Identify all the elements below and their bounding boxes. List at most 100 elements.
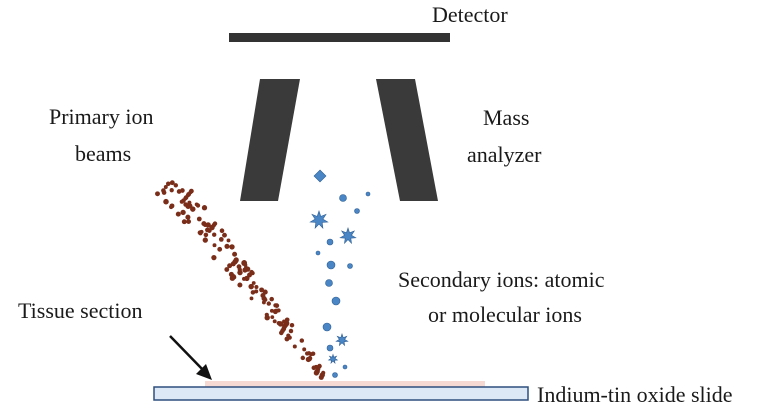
secondary-ion-diamond — [313, 169, 327, 183]
primary-ion-particle — [165, 181, 171, 187]
slide-label: Indium-tin oxide slide — [537, 382, 733, 407]
secondary-ion-circle — [332, 372, 338, 378]
secondary-ion-star — [339, 227, 357, 245]
primary-ion-particle — [310, 351, 316, 356]
primary-ion-particle — [224, 267, 230, 272]
primary-ion-particle — [299, 338, 305, 343]
mass-analyzer-label-line2: analyzer — [467, 142, 542, 167]
secondary-ion-star — [335, 333, 349, 347]
primary-ion-particle — [227, 263, 233, 269]
primary-ion-particle — [203, 232, 209, 238]
primary-ion-particle — [242, 267, 248, 273]
primary-ion-particle — [185, 214, 191, 220]
primary-ion-particle — [217, 246, 223, 252]
primary-ion-particle — [314, 364, 319, 369]
primary-ion-particle — [181, 219, 187, 225]
detector-bar — [229, 33, 450, 42]
secondary-ion-circle — [342, 364, 348, 370]
primary-ion-particle — [250, 290, 256, 295]
primary-ion-particle — [241, 260, 247, 266]
primary-ion-beam — [155, 180, 326, 380]
primary-ion-particle — [306, 351, 312, 356]
primary-ion-particle — [254, 289, 259, 294]
primary-ion-particle — [169, 180, 175, 186]
primary-ion-particle — [161, 190, 167, 195]
primary-ion-particle — [270, 315, 275, 320]
primary-ion-particle — [211, 254, 217, 261]
secondary-ion-circle — [365, 191, 371, 197]
secondary-ion-circle — [339, 194, 347, 202]
primary-ion-particle — [169, 188, 174, 193]
primary-ion-particle — [222, 232, 227, 238]
tissue-section-label: Tissue section — [18, 298, 142, 323]
tissue-arrow-head — [196, 364, 212, 380]
primary-ion-particle — [237, 282, 243, 288]
primary-ion-particle — [254, 284, 259, 290]
primary-ion-particle — [205, 222, 211, 227]
mass-analyzer-left-wall — [240, 79, 300, 201]
primary-ion-particle — [288, 328, 294, 334]
detector-label: Detector — [432, 2, 508, 27]
primary-ion-particle — [232, 251, 238, 257]
primary-ion-particle — [183, 202, 188, 207]
tissue-arrow-line — [169, 335, 206, 373]
primary-ion-particle — [175, 211, 181, 217]
primary-ion-particle — [229, 244, 235, 250]
primary-ion-particle — [187, 200, 192, 205]
secondary-ions-label-line1: Secondary ions: atomic — [398, 267, 605, 292]
primary-ion-particle — [318, 374, 324, 380]
primary-ion-particle — [168, 204, 174, 210]
primary-ion-particle — [155, 191, 160, 197]
secondary-ion-circle — [315, 250, 321, 256]
primary-ion-particle — [196, 216, 202, 222]
primary-ion-particle — [219, 228, 225, 234]
ito-slide — [153, 386, 529, 401]
primary-ion-label-line1: Primary ion — [49, 104, 154, 129]
primary-ion-particle — [272, 319, 277, 324]
primary-ion-particle — [264, 315, 270, 321]
primary-ion-particle — [282, 324, 287, 330]
primary-ion-particle — [305, 356, 312, 363]
primary-ion-label-line2: beams — [75, 141, 131, 166]
primary-ion-particle — [247, 272, 252, 278]
secondary-ion-circle — [347, 263, 353, 269]
primary-ion-particle — [300, 355, 306, 361]
primary-ion-particle — [180, 209, 186, 216]
primary-ion-particle — [289, 322, 295, 328]
primary-ion-particle — [237, 269, 243, 276]
primary-ion-particle — [195, 203, 201, 208]
primary-ion-particle — [232, 259, 238, 265]
primary-ion-particle — [249, 296, 254, 301]
mass-analyzer-flight-tube — [278, 79, 402, 222]
secondary-ion-circle — [326, 238, 334, 246]
mass-analyzer-right-wall — [376, 79, 438, 201]
primary-ion-particle — [260, 293, 266, 298]
primary-ion-particle — [232, 275, 237, 280]
primary-ion-particle — [279, 330, 284, 336]
primary-ion-particle — [269, 296, 274, 302]
primary-ion-particle — [218, 237, 224, 242]
primary-ion-particle — [163, 198, 169, 205]
primary-ion-particle — [202, 237, 208, 243]
primary-ion-particle — [273, 303, 278, 308]
primary-ion-particle — [272, 308, 278, 315]
secondary-ion-circle — [326, 344, 334, 352]
secondary-ion-circle — [331, 296, 341, 306]
secondary-ion-star — [309, 210, 329, 229]
primary-ion-particle — [209, 224, 215, 231]
secondary-ion-circle — [325, 279, 333, 287]
primary-ion-particle — [261, 300, 266, 305]
primary-ion-particle — [302, 347, 307, 352]
primary-ion-particle — [179, 199, 184, 204]
secondary-ion-circle — [322, 322, 332, 332]
primary-ion-particle — [282, 319, 286, 324]
primary-ion-particle — [259, 287, 265, 293]
secondary-ion-star — [327, 353, 339, 364]
primary-ion-particle — [284, 317, 290, 323]
primary-ion-particle — [277, 321, 284, 327]
primary-ion-particle — [236, 264, 242, 270]
primary-ion-particle — [251, 281, 256, 285]
primary-ion-particle — [163, 185, 168, 189]
